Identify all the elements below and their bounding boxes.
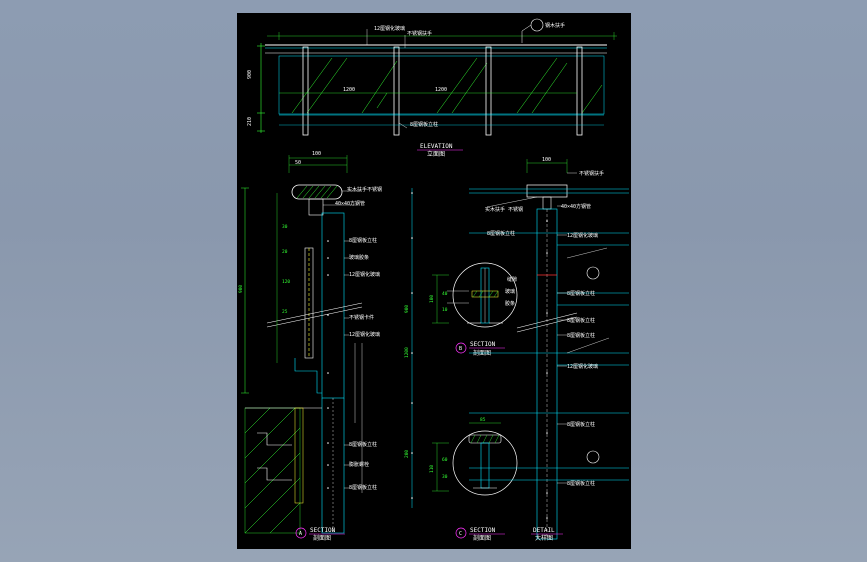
section-a-view: 100 50 实木扶手 不锈钢 40×40方钢管 8厘钢板立柱 玻璃胶条 12厘… (238, 151, 382, 542)
detail-wood: 实木扶手 不锈钢 (485, 206, 523, 213)
sec-a-glass2: 12厘钢化玻璃 (349, 331, 380, 338)
elev-dim-span2: 1200 (435, 87, 447, 93)
sec-a-plate3: 8厘钢板立柱 (349, 484, 377, 491)
sec-c-dim2: 110 (429, 465, 435, 473)
sec-a-dim-900: 900 (238, 285, 244, 293)
elev-dim-h2: 210 (247, 117, 253, 126)
cad-drawing-sheet: 12厘钢化玻璃 不锈钢扶手 钢木扶手 8厘钢板立柱 1200 1200 900 … (237, 13, 631, 549)
detail-title-cn: 大样图 (535, 534, 553, 542)
sec-a-dim-d: 30 (282, 224, 288, 230)
sec-b-marker: B (459, 346, 462, 352)
sec-b-dim3: 10 (442, 307, 448, 313)
center-dimension (411, 188, 413, 508)
detail-bracket: 40×40方钢管 (561, 203, 591, 210)
detail-plate3: 8厘钢板立柱 (567, 317, 595, 324)
cad-drawing: 12厘钢化玻璃 不锈钢扶手 钢木扶手 8厘钢板立柱 1200 1200 900 … (238, 18, 629, 542)
sec-c-dim3: 60 (442, 457, 448, 463)
detail-dim-900: 900 (404, 305, 410, 313)
sec-b-title-en: SECTION (470, 341, 496, 348)
sec-b-dim: 100 (429, 295, 435, 303)
sec-c-title-cn: 剖面图 (473, 534, 491, 542)
elev-label-post-tag: 钢木扶手 (545, 22, 565, 29)
detail-view: 100 不锈钢扶手 实木扶手 不锈钢 40×40方钢管 8厘钢板立柱 12厘钢化… (404, 157, 629, 542)
elev-label-post: 8厘钢板立柱 (410, 121, 438, 128)
sec-a-marker: A (299, 531, 302, 537)
elev-label-handrail: 不锈钢扶手 (407, 30, 432, 37)
sec-b-gasket: 胶条 (505, 300, 515, 307)
sec-b-dim2: 40 (442, 291, 448, 297)
sec-a-dim-c: 25 (282, 309, 288, 315)
sec-a-title-en: SECTION (310, 527, 336, 534)
elevation-view: 12厘钢化玻璃 不锈钢扶手 钢木扶手 8厘钢板立柱 1200 1200 900 … (247, 18, 617, 158)
sec-a-dim-top: 100 (312, 151, 321, 157)
detail-dim-top: 100 (542, 157, 551, 163)
sec-b-glass: 玻璃 (505, 288, 515, 295)
detail-glass1: 12厘钢化玻璃 (567, 232, 598, 239)
sec-a-handrail: 实木扶手 (347, 186, 367, 193)
sec-a-anchor: 膨胀螺栓 (349, 461, 369, 468)
sec-a-glass: 12厘钢化玻璃 (349, 271, 380, 278)
sec-c-marker: C (459, 531, 462, 537)
sec-a-dim-a: 120 (282, 279, 290, 285)
detail-plate4: 8厘钢板立柱 (567, 332, 595, 339)
detail-plate6: 8厘钢板立柱 (567, 480, 595, 487)
elev-dim-span1: 1200 (343, 87, 355, 93)
detail-plate2: 8厘钢板立柱 (567, 290, 595, 297)
section-b-view: 缝隙 玻璃 胶条 100 40 10 B SECTION 剖面图 (429, 262, 518, 357)
detail-plate1: 8厘钢板立柱 (487, 230, 515, 237)
elev-label-glass: 12厘钢化玻璃 (374, 25, 405, 32)
elevation-title-cn: 立面图 (427, 150, 445, 158)
sec-b-gap: 缝隙 (507, 276, 517, 283)
detail-plate5: 8厘钢板立柱 (567, 421, 595, 428)
detail-handrail: 不锈钢扶手 (579, 170, 604, 177)
sec-a-plate1: 8厘钢板立柱 (349, 237, 377, 244)
elevation-title-en: ELEVATION (420, 143, 453, 150)
sec-a-bracket: 40×40方钢管 (335, 200, 365, 207)
detail-dim-200: 200 (404, 450, 410, 458)
sec-a-stainless: 不锈钢卡件 (349, 314, 374, 321)
detail-dim-1200: 1200 (404, 347, 410, 358)
sec-a-handrail-sub: 不锈钢 (367, 186, 382, 193)
sec-a-dim-b: 20 (282, 249, 288, 255)
detail-glass2: 12厘钢化玻璃 (567, 363, 598, 370)
sec-a-dim-top2: 50 (295, 160, 301, 166)
sec-c-title-en: SECTION (470, 527, 496, 534)
elev-dim-h1: 900 (247, 70, 253, 79)
sec-a-gasket: 玻璃胶条 (349, 254, 369, 261)
sec-a-plate2: 8厘钢板立柱 (349, 441, 377, 448)
sec-c-dim4: 30 (442, 474, 448, 480)
section-c-view: 85 110 60 30 C SECTION 剖面图 (429, 417, 518, 542)
detail-title-en: DETAIL (533, 527, 555, 534)
sec-c-dim: 85 (480, 417, 486, 423)
sec-a-title-cn: 剖面图 (313, 534, 331, 542)
